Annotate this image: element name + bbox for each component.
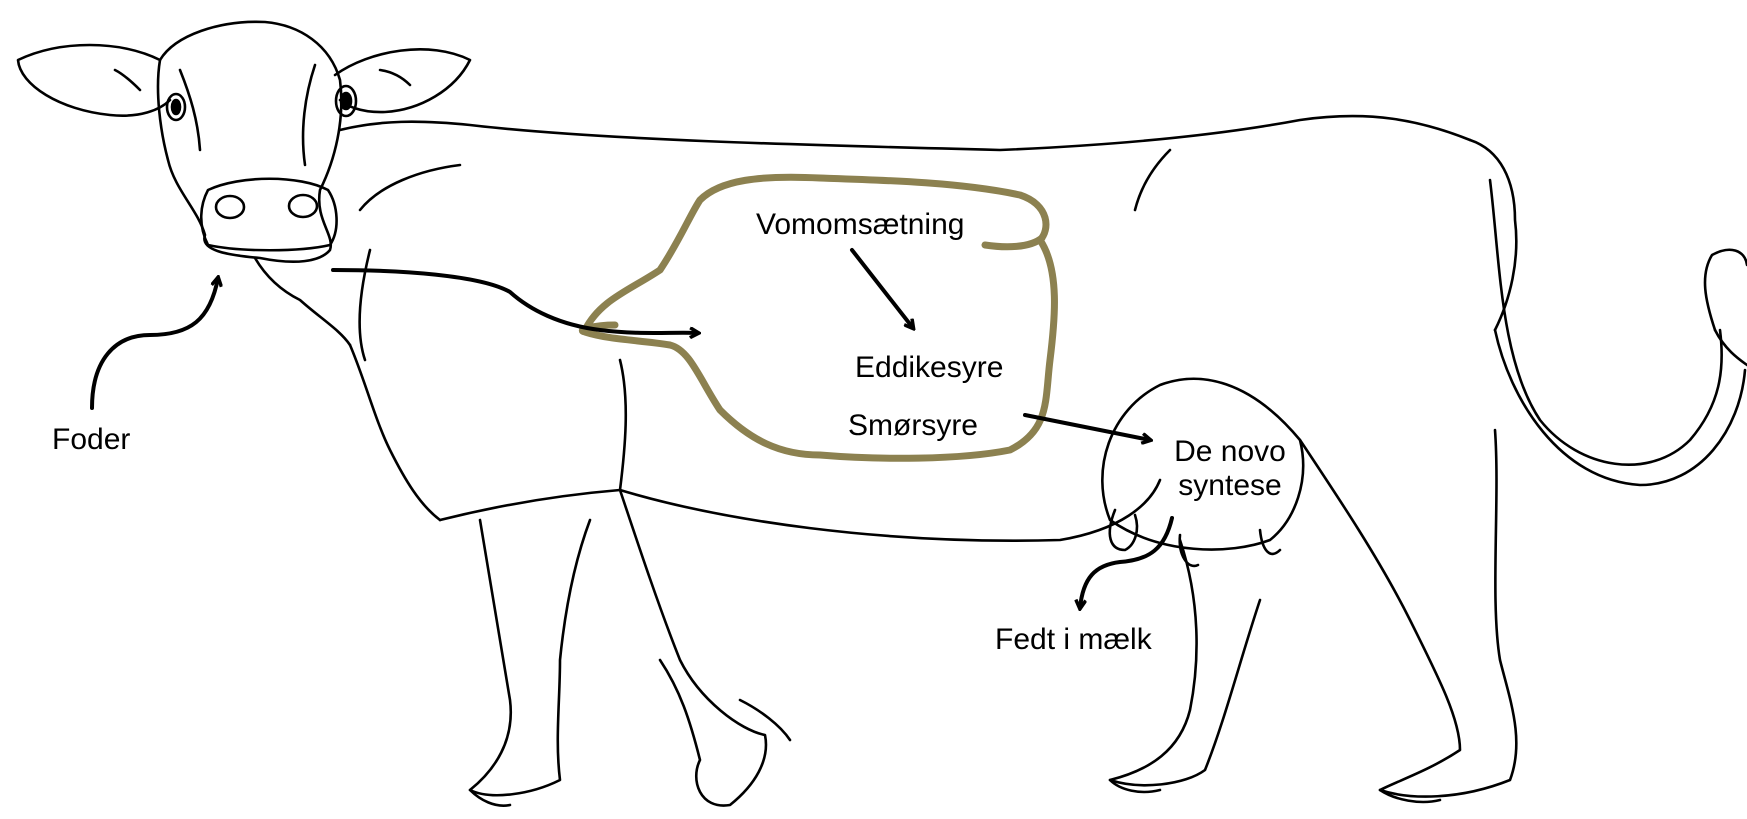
label-eddikesyre: Eddikesyre: [855, 351, 1003, 385]
arrow-vomomsaetning-to-eddikesyre: [852, 250, 913, 328]
label-de-novo-line2: syntese: [1170, 469, 1290, 503]
arrow-smoersyre-to-de-novo: [1025, 415, 1150, 440]
cow-left-nostril: [216, 196, 244, 218]
cow-left-ear: [18, 45, 170, 116]
flow-arrows: [92, 250, 1172, 608]
cow-rear-leg-left: [1110, 540, 1260, 785]
label-vomomsaetning: Vomomsætning: [756, 208, 964, 242]
cow-front-leg-right: [620, 490, 766, 806]
cow-tail: [1490, 180, 1722, 465]
cow-front-leg-left: [470, 520, 590, 795]
label-de-novo-line1: De novo: [1170, 435, 1290, 469]
label-foder: Foder: [52, 423, 130, 457]
label-de-novo-syntese: De novo syntese: [1170, 435, 1290, 503]
arrow-foder-to-mouth: [92, 278, 218, 408]
label-smoersyre: Smørsyre: [848, 409, 978, 443]
cow-head: [158, 22, 341, 262]
cow-right-nostril: [289, 195, 317, 217]
label-fedt-i-maelk: Fedt i mælk: [995, 623, 1152, 657]
cow-rear-leg-right: [1300, 430, 1516, 797]
